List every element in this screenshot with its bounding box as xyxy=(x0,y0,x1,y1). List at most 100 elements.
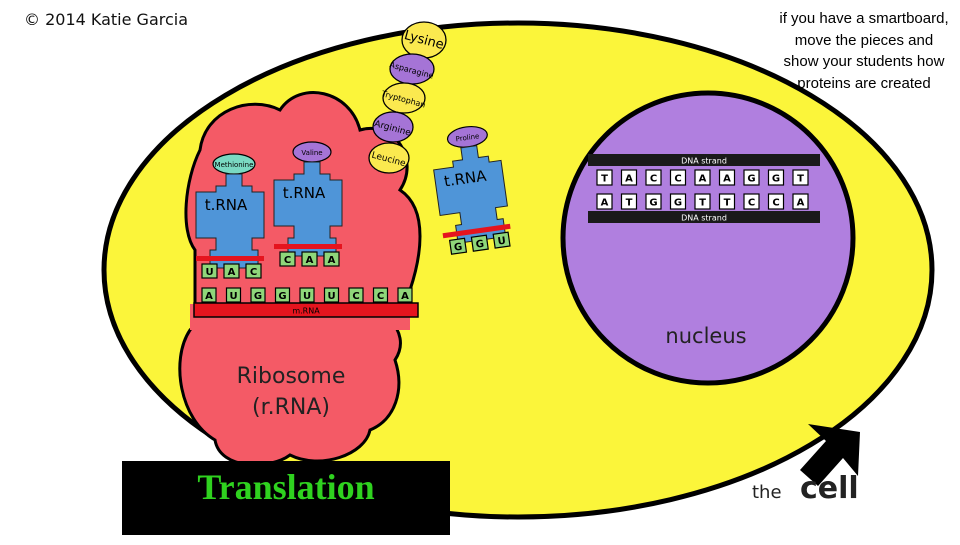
dna-strand-bottom-label: DNA strand xyxy=(681,214,727,223)
mrna-strand xyxy=(193,302,419,318)
base-letter: C xyxy=(352,291,359,302)
base-letter: U xyxy=(205,267,213,278)
base-letter: C xyxy=(650,174,657,185)
dna-base-bottom: A xyxy=(596,193,613,210)
base-letter: U xyxy=(327,291,335,302)
trna-bar xyxy=(442,223,511,239)
mrna-label: m.RNA xyxy=(292,307,320,316)
base-letter: G xyxy=(453,242,463,254)
dna-base-bottom: G xyxy=(645,193,662,210)
base-letter: A xyxy=(228,267,236,278)
dna-base-bottom: C xyxy=(767,193,785,210)
cell-label-small: the xyxy=(752,482,782,503)
ribosome-label-line1: Ribosome xyxy=(237,364,346,389)
trna-anticodon-base: G xyxy=(448,237,468,255)
mrna-base: A xyxy=(397,287,413,303)
trna-amino-acid-label: Proline xyxy=(455,132,480,143)
base-letter: T xyxy=(724,198,731,209)
base-letter: G xyxy=(649,198,657,209)
trna-anticodon-base: A xyxy=(323,251,340,267)
dna-strand-bottom xyxy=(588,211,820,223)
base-letter: G xyxy=(772,174,780,185)
mrna-base: A xyxy=(201,287,217,303)
dna-base-bottom: T xyxy=(620,193,638,210)
trna-anticodon-base: G xyxy=(470,234,489,252)
dna-strand-top xyxy=(588,154,820,166)
copyright-text: © 2014 Katie Garcia xyxy=(24,10,189,29)
amino-acid xyxy=(372,111,414,143)
dna-base-top: C xyxy=(645,169,662,186)
dna-base-bottom: G xyxy=(669,193,687,210)
trna-anticodon-base: A xyxy=(223,263,240,279)
page-title: Translation xyxy=(197,467,375,507)
trna-anticodon-base: U xyxy=(201,263,218,279)
trna-anticodon-base: A xyxy=(301,251,318,267)
dna-base-bottom: T xyxy=(694,193,711,210)
trna-anticodon-base: C xyxy=(245,263,262,279)
base-letter: A xyxy=(797,198,805,209)
base-letter: U xyxy=(303,291,311,302)
title-banner xyxy=(122,461,450,535)
mrna-base: G xyxy=(274,287,291,303)
mrna-base: C xyxy=(348,287,364,303)
base-letter: A xyxy=(723,174,731,185)
dna-base-bottom: A xyxy=(792,193,809,210)
base-letter: G xyxy=(254,291,262,302)
base-letter: A xyxy=(306,255,314,266)
trna-molecule: Valine t.RNA C A A xyxy=(273,141,343,267)
smartboard-instructions: if you have a smartboard, move the piece… xyxy=(779,10,949,92)
base-letter: A xyxy=(601,198,609,209)
base-letter: C xyxy=(772,198,779,209)
trna-label: t.RNA xyxy=(283,184,326,202)
base-letter: A xyxy=(328,255,336,266)
base-letter: G xyxy=(278,291,286,302)
dna-base-top: A xyxy=(694,169,711,186)
trna-bar xyxy=(196,256,264,261)
mrna-base: U xyxy=(225,287,242,303)
mrna-base: U xyxy=(323,287,340,303)
base-letter: C xyxy=(748,198,755,209)
trna-bar xyxy=(274,244,342,249)
dna-base-top: G xyxy=(743,169,760,186)
base-letter: T xyxy=(699,198,706,209)
base-letter: U xyxy=(497,236,507,248)
mrna-base: U xyxy=(299,287,315,303)
base-letter: A xyxy=(205,291,213,302)
ribosome-label-line2: (r.RNA) xyxy=(252,395,330,420)
trna-anticodon-base: U xyxy=(492,231,511,249)
base-letter: C xyxy=(284,255,291,266)
trna-anticodon-base: C xyxy=(279,251,296,267)
trna-label: t.RNA xyxy=(443,167,488,191)
base-letter: T xyxy=(601,174,608,185)
dna-base-top: C xyxy=(669,169,687,186)
base-letter: G xyxy=(475,239,485,251)
trna-amino-acid-label: Methionine xyxy=(215,161,254,169)
base-letter: A xyxy=(625,174,633,185)
dna-base-top: G xyxy=(767,169,785,186)
dna-strand-top-label: DNA strand xyxy=(681,157,727,166)
base-letter: A xyxy=(401,291,409,302)
amino-acid-chain: LysineAsparagineTryptophanArginineLeucin… xyxy=(368,21,447,174)
base-letter: C xyxy=(250,267,257,278)
mrna-base: C xyxy=(372,287,389,303)
trna-amino-acid-label: Valine xyxy=(301,149,322,157)
arrow-pointer-icon xyxy=(800,424,860,486)
dna-base-top: A xyxy=(620,169,638,186)
mrna-base: G xyxy=(250,287,266,303)
base-letter: T xyxy=(626,198,633,209)
amino-acid xyxy=(368,142,410,174)
amino-acid xyxy=(382,82,426,114)
nucleus-label: nucleus xyxy=(665,324,746,348)
cell-label-big: cell xyxy=(800,471,859,506)
base-letter: G xyxy=(674,198,682,209)
base-letter: C xyxy=(377,291,384,302)
